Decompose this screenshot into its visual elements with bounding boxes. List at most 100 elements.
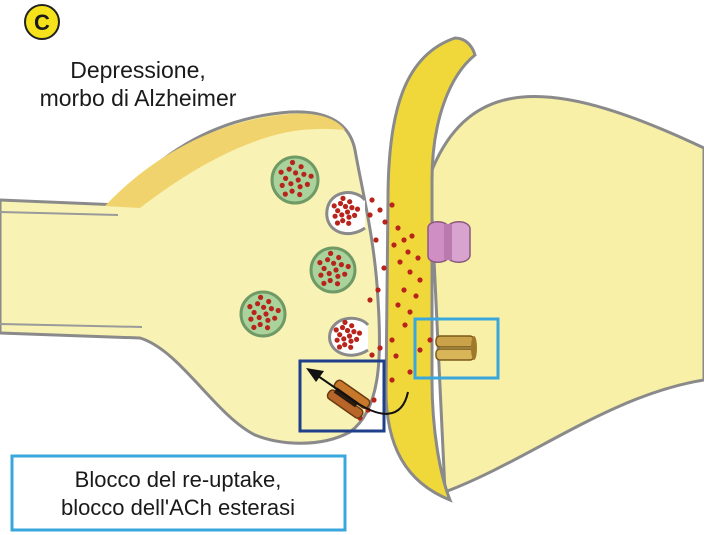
neurotransmitter-dot (340, 325, 345, 330)
neurotransmitter-dot (369, 197, 374, 202)
receptor-icon (428, 222, 470, 263)
neurotransmitter-dot (265, 325, 270, 330)
neurotransmitter-dot (415, 255, 420, 260)
neurotransmitter-dot (333, 214, 338, 219)
neurotransmitter-dot (332, 203, 337, 208)
neurotransmitter-dot (349, 205, 354, 210)
neurotransmitter-dot (341, 336, 346, 341)
neurotransmitter-dot (377, 207, 382, 212)
neurotransmitter-dot (334, 327, 339, 332)
synaptic-vesicle (241, 292, 285, 336)
neurotransmitter-dot (373, 237, 378, 242)
neurotransmitter-dot (401, 287, 406, 292)
neurotransmitter-dot (355, 207, 360, 212)
neurotransmitter-dot (377, 345, 382, 350)
neurotransmitter-dot (402, 322, 407, 327)
neurotransmitter-dot (381, 265, 386, 270)
neurotransmitter-dot (343, 204, 348, 209)
neurotransmitter-dot (280, 183, 285, 188)
neurotransmitter-dot (257, 315, 262, 320)
neurotransmitter-dot (339, 212, 344, 217)
neurotransmitter-dot (349, 323, 354, 328)
panel-badge: C (25, 5, 59, 39)
neurotransmitter-dot (248, 317, 253, 322)
neurotransmitter-dot (331, 261, 336, 266)
neurotransmitter-dot (269, 306, 274, 311)
neurotransmitter-dot (346, 215, 351, 220)
neurotransmitter-dot (293, 170, 298, 175)
neurotransmitter-dot (335, 208, 340, 213)
neurotransmitter-dot (395, 302, 400, 307)
neurotransmitter-dot (401, 237, 406, 242)
neurotransmitter-dot (397, 259, 402, 264)
neurotransmitter-dot (283, 176, 288, 181)
neurotransmitter-dot (348, 345, 353, 350)
neurotransmitter-dot (382, 219, 387, 224)
neurotransmitter-dot (288, 181, 293, 186)
synaptic-vesicle (272, 157, 318, 203)
neurotransmitter-dot (296, 177, 301, 182)
neurotransmitter-dot (325, 257, 330, 262)
neurotransmitter-dot (340, 218, 345, 223)
neurotransmitter-dot (391, 242, 396, 247)
neurotransmitter-dot (335, 220, 340, 225)
neurotransmitter-dot (339, 262, 344, 267)
neurotransmitter-dot (272, 316, 277, 321)
neurotransmitter-dot (247, 304, 252, 309)
neurotransmitter-dot (327, 271, 332, 276)
title-line-1: Depressione, (70, 57, 206, 83)
neurotransmitter-dot (309, 174, 314, 179)
neurotransmitter-dot (336, 255, 341, 260)
neurotransmitter-dot (342, 320, 347, 325)
neurotransmitter-dot (322, 266, 327, 271)
neurotransmitter-dot (338, 201, 343, 206)
badge-letter: C (34, 10, 50, 35)
neurotransmitter-dot (279, 170, 284, 175)
neurotransmitter-dot (407, 269, 412, 274)
neurotransmitter-dot (298, 184, 303, 189)
neurotransmitter-dot (283, 192, 288, 197)
caption-line-2: blocco dell'ACh esterasi (61, 495, 295, 520)
neurotransmitter-dot (266, 299, 271, 304)
neurotransmitter-dot (337, 332, 342, 337)
synaptic-vesicle (311, 248, 355, 292)
neurotransmitter-dot (301, 172, 306, 177)
neurotransmitter-dot (347, 199, 352, 204)
neurotransmitter-dot (263, 311, 268, 316)
neurotransmitter-dot (393, 353, 398, 358)
neurotransmitter-dot (345, 328, 350, 333)
neurotransmitter-dot (335, 338, 340, 343)
neurotransmitter-dot (367, 297, 372, 302)
postsynaptic-cell (430, 96, 704, 492)
neurotransmitter-dot (346, 264, 351, 269)
neurotransmitter-dot (342, 342, 347, 347)
neurotransmitter-dot (252, 310, 257, 315)
neurotransmitter-dot (321, 281, 326, 286)
neurotransmitter-dot (290, 189, 295, 194)
neurotransmitter-dot (345, 209, 350, 214)
neurotransmitter-dot (342, 272, 347, 277)
neurotransmitter-dot (265, 318, 270, 323)
neurotransmitter-dot (317, 260, 322, 265)
neurotransmitter-dot (348, 339, 353, 344)
neurotransmitter-dot (417, 277, 422, 282)
neurotransmitter-dot (354, 337, 359, 342)
neurotransmitter-dot (290, 160, 295, 165)
neurotransmitter-dot (347, 333, 352, 338)
neurotransmitter-dot (340, 196, 345, 201)
neurotransmitter-dot (258, 295, 263, 300)
neurotransmitter-dot (407, 309, 412, 314)
neurotransmitter-dot (407, 369, 412, 374)
neurotransmitter-dot (413, 293, 418, 298)
neurotransmitter-dot (375, 287, 380, 292)
neurotransmitter-dot (297, 192, 302, 197)
neurotransmitter-dot (352, 213, 357, 218)
neurotransmitter-dot (276, 308, 281, 313)
neurotransmitter-dot (389, 202, 394, 207)
neurotransmitter-dot (389, 377, 394, 382)
neurotransmitter-dot (287, 167, 292, 172)
neurotransmitter-dot (395, 225, 400, 230)
neurotransmitter-dot (427, 337, 432, 342)
neurotransmitter-dot (417, 347, 422, 352)
